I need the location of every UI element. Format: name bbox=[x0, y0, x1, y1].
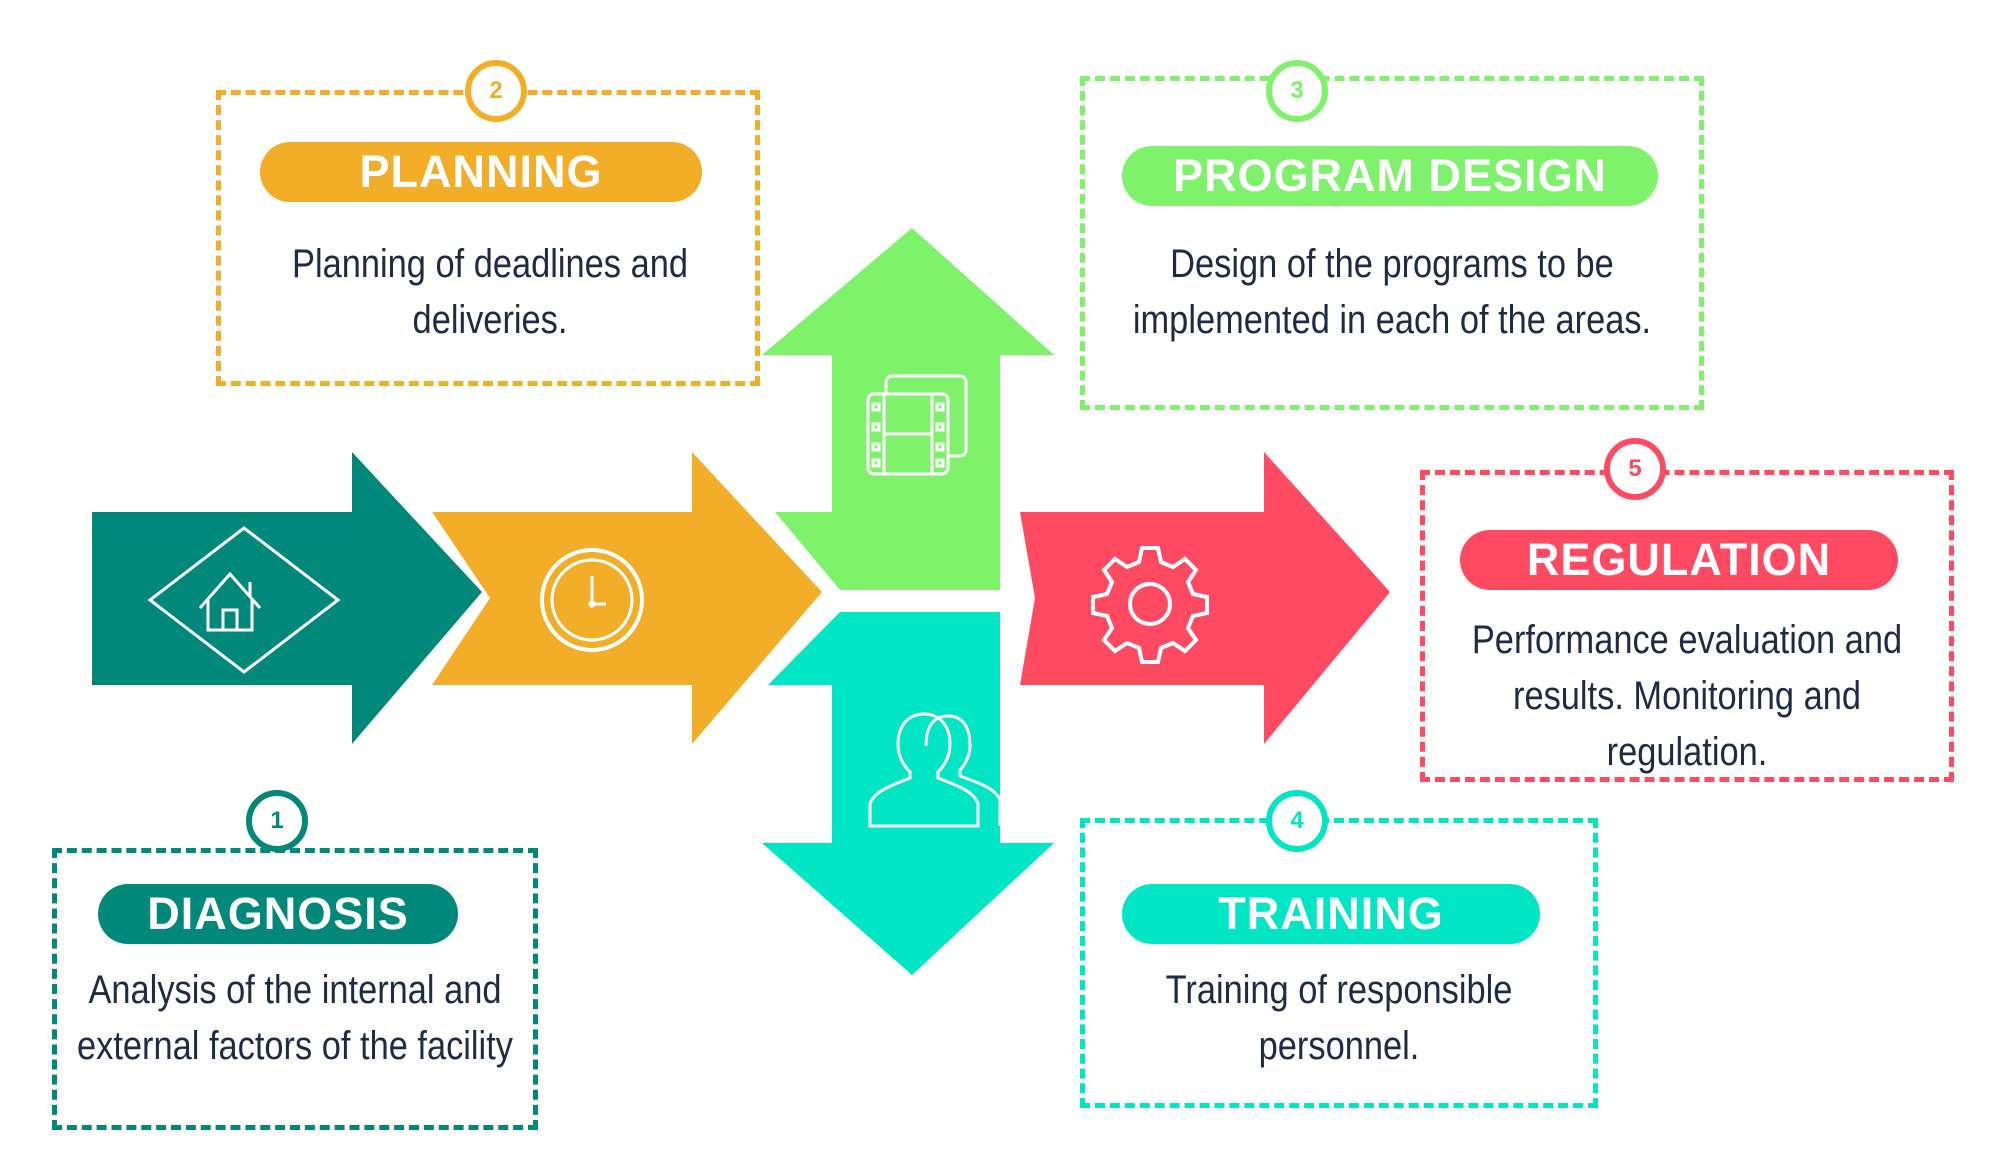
diagnosis-arrow bbox=[92, 452, 482, 744]
planning-arrow bbox=[432, 452, 822, 744]
diagnosis-title: DIAGNOSIS bbox=[98, 884, 458, 944]
program-design-number-badge: 3 bbox=[1266, 60, 1328, 122]
program-design-title: PROGRAM DESIGN bbox=[1122, 146, 1658, 206]
gear-icon bbox=[1091, 546, 1209, 664]
program-design-description-line: Design of the programs to be bbox=[1170, 242, 1614, 286]
house-in-diamond-icon bbox=[147, 526, 341, 674]
planning-number-badge: 2 bbox=[465, 60, 527, 122]
training-title: TRAINING bbox=[1122, 884, 1540, 944]
training-arrow bbox=[762, 612, 1054, 975]
program-design-box bbox=[1080, 76, 1704, 410]
program-design-description-line: implemented in each of the areas. bbox=[1132, 298, 1652, 342]
regulation-description-line: regulation. bbox=[1606, 730, 1768, 774]
diagnosis-box bbox=[52, 848, 538, 1130]
program-design-description: Design of the programs to be implemented… bbox=[1124, 236, 1661, 348]
training-description: Training of responsible personnel. bbox=[1116, 962, 1561, 1074]
regulation-box bbox=[1420, 470, 1954, 782]
clock-icon bbox=[540, 548, 644, 652]
training-box bbox=[1080, 818, 1598, 1108]
planning-description-line: deliveries. bbox=[412, 298, 568, 342]
people-icon bbox=[868, 712, 1002, 828]
training-description-line: Training of responsible bbox=[1165, 968, 1513, 1012]
diagnosis-description-line: Analysis of the internal and bbox=[88, 968, 502, 1012]
regulation-description-line: results. Monitoring and bbox=[1512, 674, 1862, 718]
diagnosis-description: Analysis of the internal and external fa… bbox=[76, 962, 515, 1074]
film-frames-icon bbox=[866, 374, 968, 476]
regulation-description-line: Performance evaluation and bbox=[1471, 618, 1903, 662]
diagnosis-description-line: external factors of the facility bbox=[77, 1024, 513, 1068]
diagnosis-number-badge: 1 bbox=[246, 790, 308, 852]
training-description-line: personnel. bbox=[1258, 1024, 1420, 1068]
planning-description-line: Planning of deadlines and bbox=[292, 242, 688, 286]
regulation-title: REGULATION bbox=[1460, 530, 1898, 590]
planning-title: PLANNING bbox=[260, 142, 702, 202]
planning-description: Planning of deadlines and deliveries. bbox=[258, 236, 722, 348]
regulation-description: Performance evaluation and results. Moni… bbox=[1457, 612, 1916, 780]
regulation-number-badge: 5 bbox=[1604, 438, 1666, 500]
training-number-badge: 4 bbox=[1266, 790, 1328, 852]
